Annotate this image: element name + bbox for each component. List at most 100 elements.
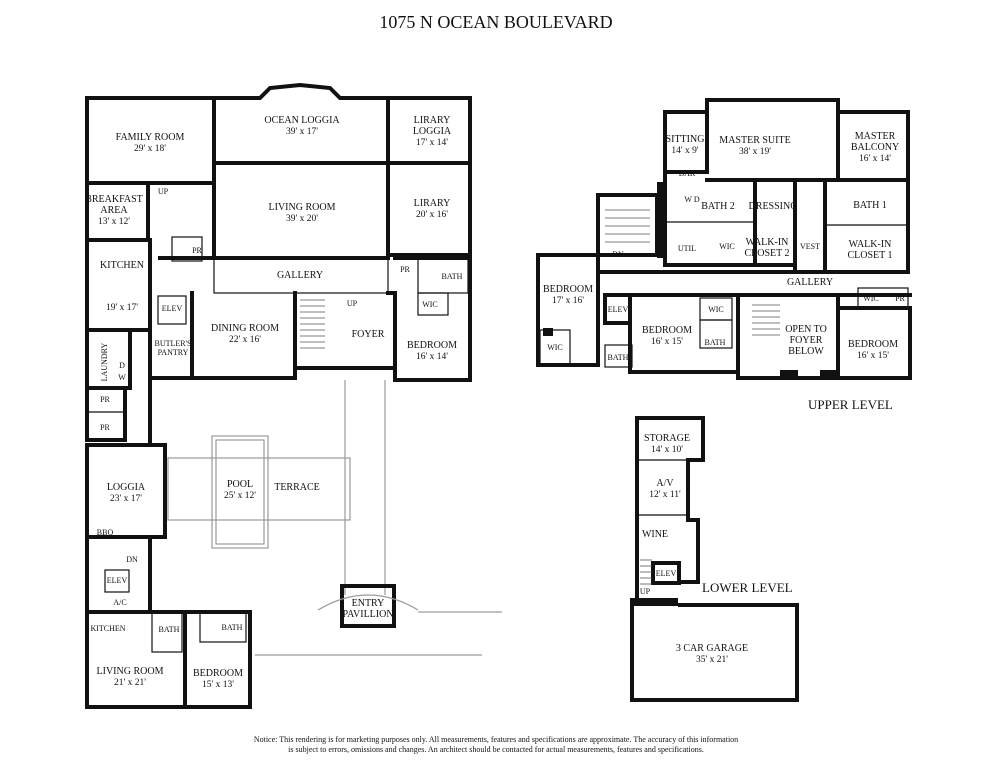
sitting-wall — [663, 110, 709, 174]
lower-stair-post — [632, 598, 678, 606]
living-room-name: LIVING ROOM — [269, 202, 336, 213]
bedroom-main-name: BEDROOM — [407, 340, 457, 351]
pr-upper-label: PR — [895, 294, 905, 303]
elev1-box — [157, 295, 187, 325]
wic-u-label-1: WIC — [719, 242, 735, 251]
lower-stair — [640, 559, 652, 585]
guest-bedroom-name: BEDROOM — [193, 668, 243, 679]
pool-dim: 25' x 12' — [224, 491, 256, 501]
bbq-label: BBQ — [97, 528, 114, 537]
guest-bath1-box — [151, 611, 183, 653]
w-label: W — [118, 373, 126, 382]
foyer-pillar-right — [820, 370, 838, 380]
wic1-name: WALK-IN — [849, 239, 892, 250]
family-room-dim: 29' x 18' — [134, 144, 166, 154]
upper-stair-post — [657, 182, 667, 258]
entry-arc — [317, 594, 419, 611]
guest-living-wall — [85, 610, 187, 709]
guest-living-dim: 21' x 21' — [114, 678, 146, 688]
bedroom-u1-wall — [536, 253, 600, 367]
library-dim: 20' x 16' — [416, 210, 448, 220]
storage-name: STORAGE — [644, 433, 690, 444]
pr2-label: PR — [400, 265, 410, 274]
dining-dim: 22' x 16' — [229, 335, 261, 345]
lower-level-plan — [630, 416, 799, 702]
living-room-dim: 39' x 20' — [286, 214, 318, 224]
av-name: A/V — [656, 478, 674, 489]
open-foyer-wall — [736, 293, 840, 380]
laundry-wall — [85, 328, 132, 390]
main-level-plan — [85, 82, 502, 709]
pantry-label: PANTRY — [158, 348, 189, 357]
lower-wall-right — [635, 416, 705, 584]
balcony-name2: BALCONY — [851, 142, 899, 153]
plan-title: 1075 N OCEAN BOULEVARD — [379, 12, 612, 32]
entry-name2: PAVILLION — [342, 609, 393, 620]
bath-upper-a-label: BATH — [608, 353, 629, 362]
entry-pavillion-wall — [340, 584, 396, 628]
pool-inner — [215, 439, 265, 545]
library-wall — [386, 161, 472, 257]
bedroom-u3-name: BEDROOM — [848, 339, 898, 350]
pr1-label: PR — [192, 246, 202, 255]
breakfast-dim: 13' x 12' — [98, 217, 130, 227]
lower-level-label: LOWER LEVEL — [702, 580, 793, 595]
foyer-pillar-left — [780, 370, 798, 380]
lower-elev-box — [651, 561, 681, 585]
loggia-dim: 23' x 17' — [110, 494, 142, 504]
dining-name: DINING ROOM — [211, 323, 279, 334]
elev2-label: ELEV — [107, 576, 128, 585]
wic-u1-box — [539, 329, 571, 365]
terrace-name: TERRACE — [274, 482, 320, 493]
open-foyer-name: OPEN TO — [785, 324, 827, 335]
pr3-label: PR — [100, 395, 110, 404]
lower-elev-label: ELEV — [656, 569, 677, 578]
upper-level-plan — [536, 98, 912, 380]
gallery-name: GALLERY — [277, 270, 323, 281]
wic-u-label-3: WIC — [708, 305, 724, 314]
pr1-box — [171, 236, 203, 262]
balcony-dim: 16' x 14' — [859, 154, 891, 164]
lower-up-label: UP — [640, 587, 651, 596]
bedroom-u2-name: BEDROOM — [642, 325, 692, 336]
dn-label: DN — [126, 555, 138, 564]
bath1-name: BATH 1 — [853, 200, 887, 211]
upper-gallery-name: GALLERY — [787, 277, 833, 288]
dn-upper-label: DN — [612, 250, 624, 259]
pr-rooms-wall — [85, 386, 127, 442]
loggia-wall — [85, 443, 167, 539]
pool-outer — [211, 435, 269, 549]
balcony-name: MASTER — [855, 131, 896, 142]
guest-bath2-box — [199, 611, 247, 643]
master-suite-dim: 38' x 19' — [739, 147, 771, 157]
up2-label: UP — [347, 299, 358, 308]
wine-name: WINE — [642, 529, 668, 540]
wic-u1-mark — [543, 328, 553, 336]
ocean-loggia-dim: 39' x 17' — [286, 127, 318, 137]
wic2-name: WALK-IN — [746, 237, 789, 248]
upper-stair-lines — [605, 209, 650, 243]
wic-label: WIC — [422, 300, 438, 309]
wic-u-label-2: WIC — [547, 343, 563, 352]
sitting-name: SITTING — [666, 134, 705, 145]
bath2-label: BATH — [159, 625, 180, 634]
bedroom-main-dim: 16' x 14' — [416, 352, 448, 362]
bedroom-u1-dim: 17' x 16' — [552, 296, 584, 306]
wic-u-label-4: WIC — [863, 294, 879, 303]
garage-dim: 35' x 21' — [696, 655, 728, 665]
laundry-label: LAUNDRY — [100, 342, 109, 381]
foyer-stair — [300, 299, 325, 349]
kitchen2-label: KITCHEN — [90, 624, 125, 633]
entry-name: ENTRY — [352, 598, 385, 609]
main-level-labels: FAMILY ROOM 29' x 18' OCEAN LOGGIA 39' x… — [85, 115, 462, 690]
garage-wall — [630, 598, 799, 702]
foyer-name: FOYER — [352, 329, 385, 340]
guest-bedroom-dim: 15' x 13' — [202, 680, 234, 690]
vest-label: VEST — [800, 242, 820, 251]
ocean-loggia-name: OCEAN LOGGIA — [264, 115, 340, 126]
breakfast-name2: AREA — [100, 205, 128, 216]
wd-label: W D — [684, 195, 699, 204]
sitting-dim: 14' x 9' — [671, 146, 698, 156]
elev1-label: ELEV — [162, 304, 183, 313]
